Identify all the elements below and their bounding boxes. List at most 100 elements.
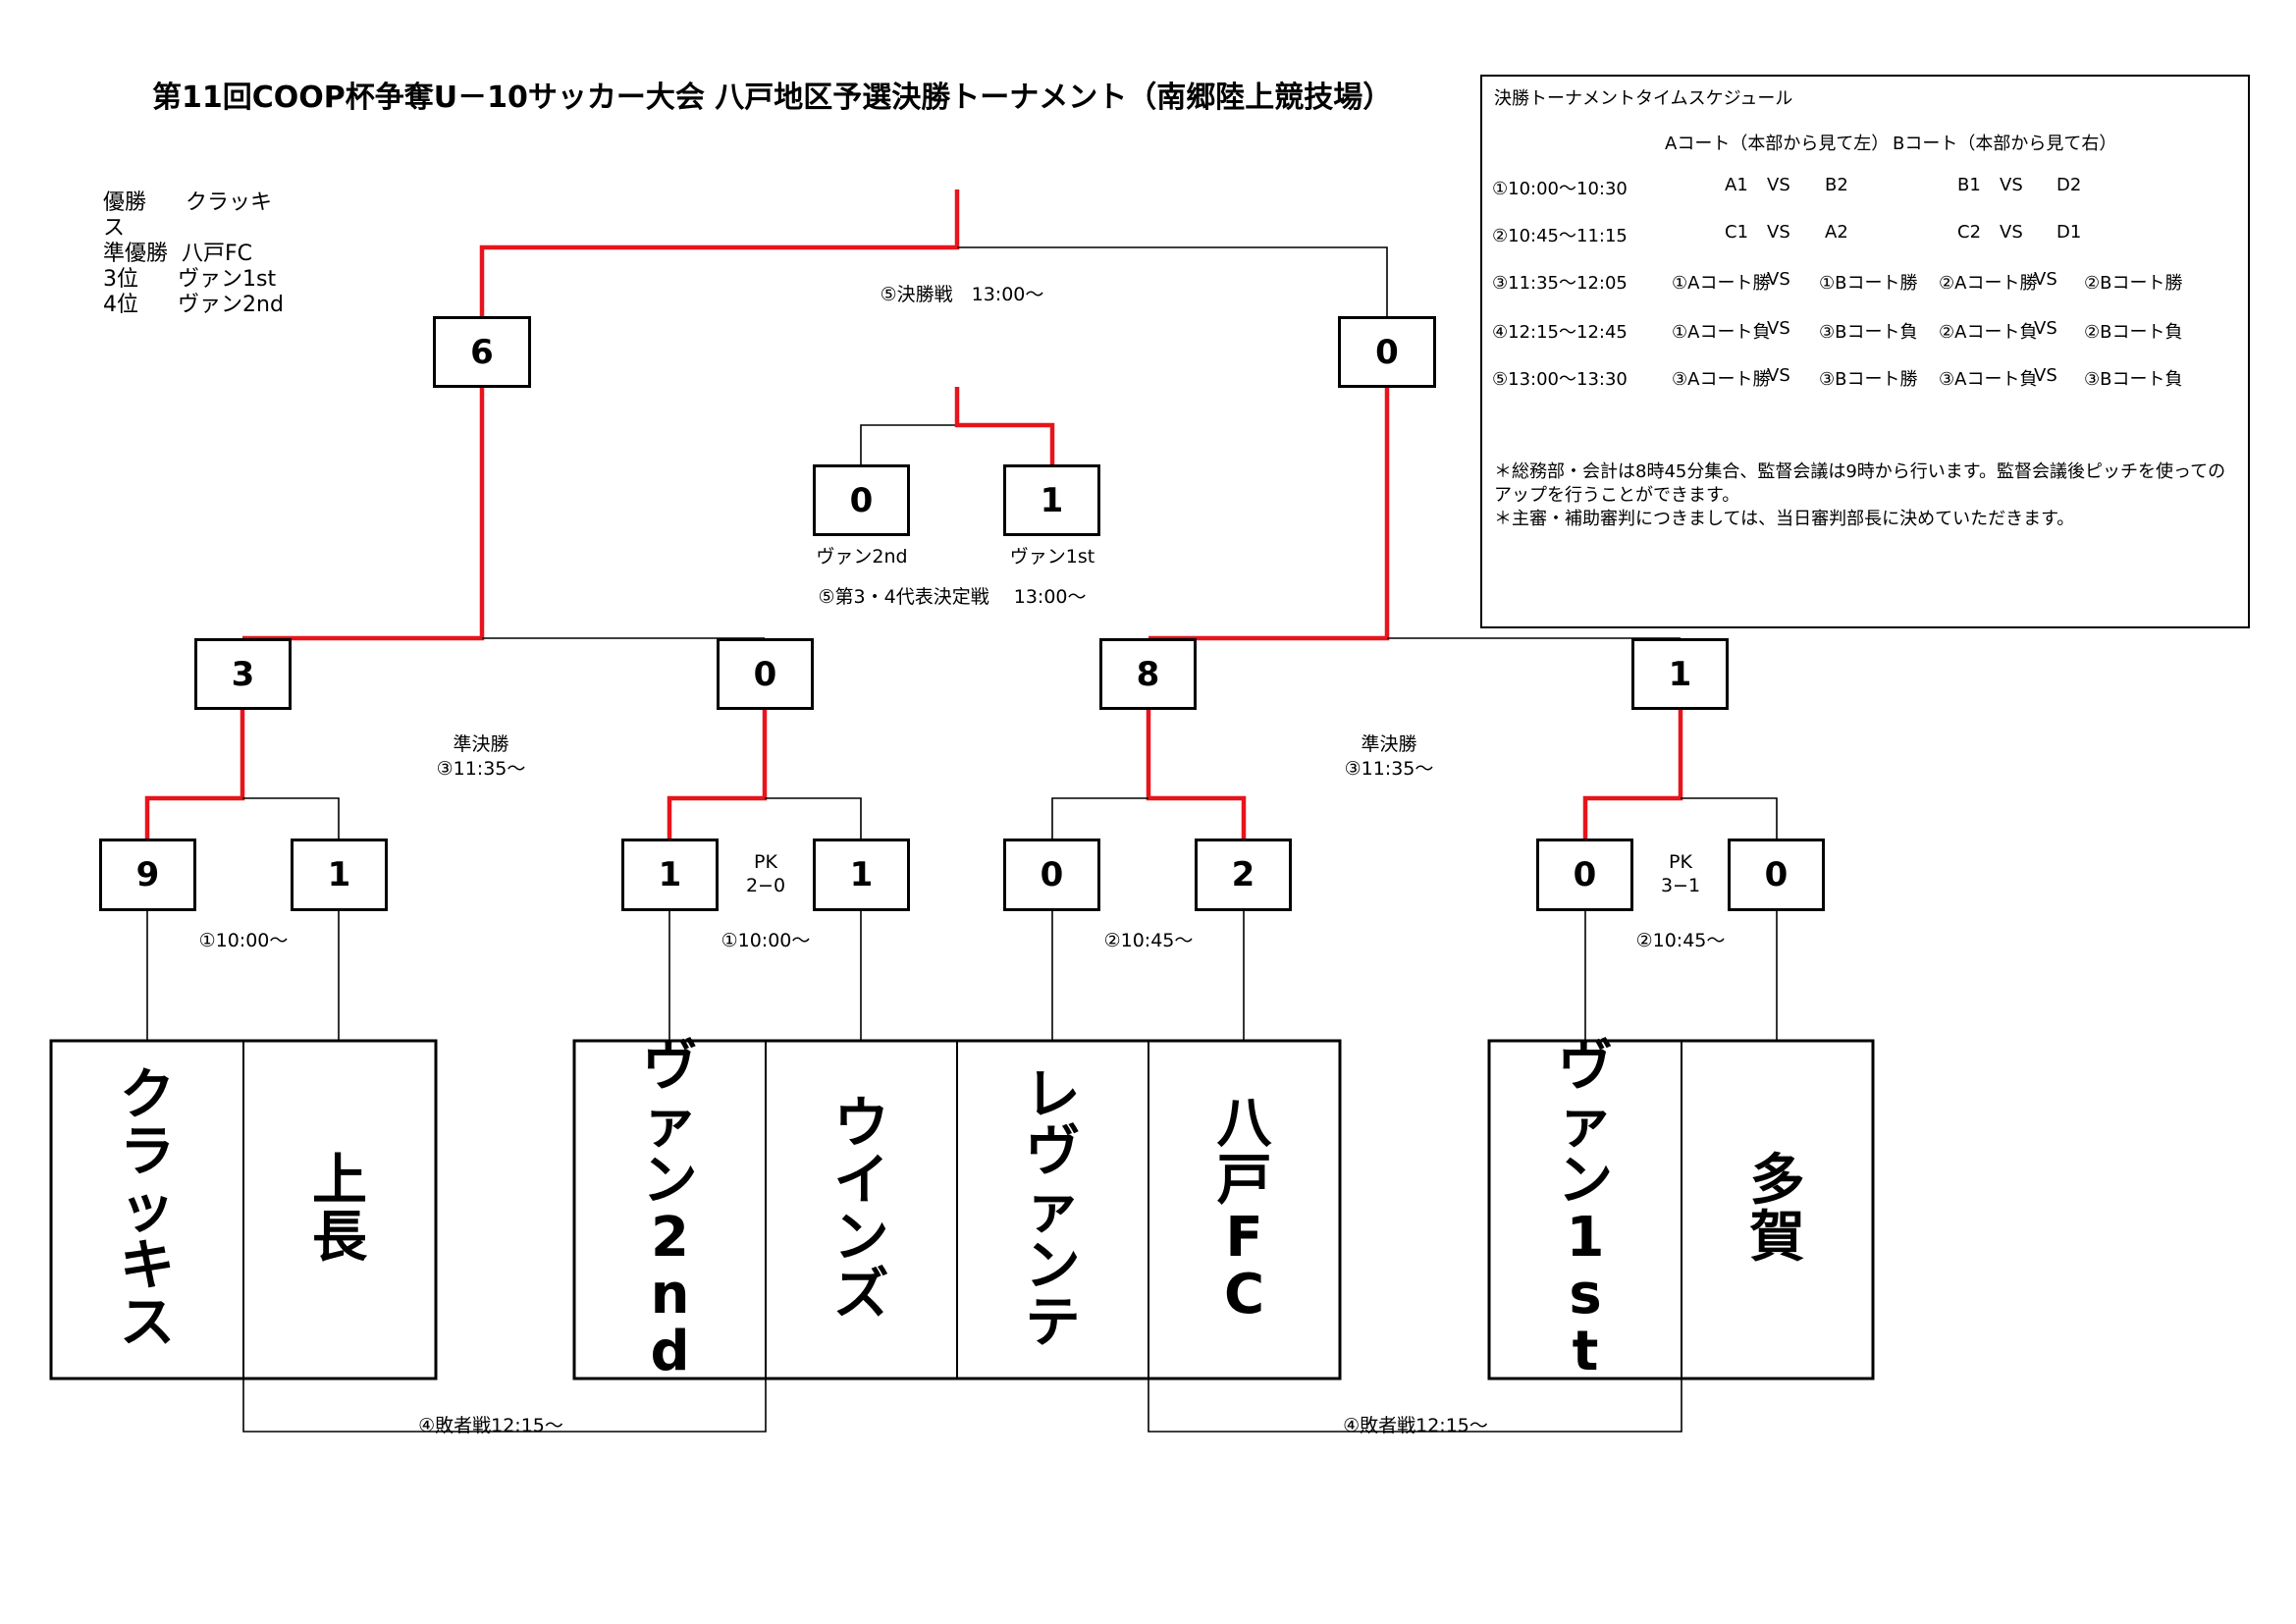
- schedule-cell: VS: [2034, 365, 2057, 386]
- schedule-cell: ②Bコート勝: [2084, 273, 2183, 294]
- score-semi-4: 1: [1631, 638, 1729, 710]
- score-r1-4: 1: [813, 839, 910, 911]
- schedule-cell: ①Aコート勝: [1672, 273, 1771, 294]
- schedule-cell: ③Aコート勝: [1672, 369, 1771, 390]
- team-name-char: ス: [120, 1291, 175, 1355]
- team-name-char: 1: [1566, 1206, 1605, 1270]
- team-cell: 上長: [243, 1041, 436, 1379]
- consolation-line: [242, 1379, 767, 1433]
- schedule-cell: ②Bコート負: [2084, 322, 2183, 343]
- schedule-cell: VS: [2034, 269, 2057, 290]
- score-semi-2: 0: [717, 638, 814, 710]
- schedule-cell: VS: [1767, 269, 1790, 290]
- court-a-header: Aコート（本部から見て左）: [1665, 134, 1890, 154]
- standing-3-name: ヴァン1st: [178, 267, 277, 292]
- score-final-right: 0: [1338, 316, 1436, 388]
- team-name-char: F: [1225, 1206, 1263, 1270]
- team-name-char: 戸: [1216, 1149, 1272, 1213]
- team-name-char: ヴ: [642, 1035, 698, 1099]
- schedule-panel: 決勝トーナメントタイムスケジュール Aコート（本部から見て左） Bコート（本部か…: [1480, 75, 2250, 628]
- schedule-cell: A1: [1725, 175, 1748, 195]
- third-place-label: ⑤第3・4代表決定戦 13:00〜: [818, 586, 1087, 608]
- team-name-char: ズ: [833, 1263, 889, 1326]
- score-r1-1: 9: [99, 839, 196, 911]
- standing-4-label: 4位: [103, 293, 138, 317]
- pk-score-1: 2−0: [745, 875, 786, 896]
- team-name-char: ヴ: [1558, 1035, 1613, 1099]
- schedule-cell: VS: [2000, 222, 2023, 243]
- semi-title-left: 準決勝: [453, 733, 509, 755]
- schedule-time: ⑤13:00〜13:30: [1492, 369, 1628, 390]
- team-name-char: テ: [1025, 1291, 1081, 1355]
- pk-label-1: PK: [754, 851, 777, 873]
- semi-title-right: 準決勝: [1361, 733, 1417, 755]
- win-line: [1146, 710, 1247, 839]
- score-r1-2: 1: [291, 839, 388, 911]
- bracket-line: [765, 797, 862, 839]
- score-third-left: 0: [813, 464, 910, 536]
- standing-4-name: ヴァン2nd: [178, 293, 284, 317]
- standing-2-label: 準優勝: [103, 242, 169, 266]
- schedule-title: 決勝トーナメントタイムスケジュール: [1494, 88, 1793, 109]
- team-name-char: ァ: [1025, 1177, 1081, 1241]
- court-b-header: Bコート（本部から見て右）: [1893, 134, 2117, 154]
- schedule-time: ②10:45〜11:15: [1492, 226, 1628, 246]
- match-time-3: ②10:45〜: [1103, 930, 1194, 951]
- score-final-left: 6: [433, 316, 531, 388]
- schedule-cell: B2: [1825, 175, 1848, 195]
- score-semi-1: 3: [194, 638, 292, 710]
- schedule-cell: C1: [1725, 222, 1749, 243]
- team-name-char: s: [1569, 1263, 1602, 1326]
- schedule-cell: ③Bコート勝: [1819, 369, 1918, 390]
- schedule-cell: C2: [1957, 222, 1982, 243]
- schedule-cell: ①Aコート負: [1672, 322, 1771, 343]
- schedule-cell: VS: [1767, 222, 1790, 243]
- final-label: ⑤決勝戦 13:00〜: [880, 284, 1044, 305]
- standing-2-name: 八戸FC: [182, 242, 253, 266]
- team-name-char: 2: [651, 1206, 689, 1270]
- final-standings: 優勝クラッキ ス 準優勝八戸FC 3位ヴァン1st 4位ヴァン2nd: [103, 190, 284, 318]
- team-name-char: ン: [1558, 1149, 1613, 1213]
- win-line: [954, 387, 1055, 464]
- team-name-char: ッ: [120, 1177, 175, 1241]
- team-name-char: ウ: [833, 1092, 889, 1156]
- schedule-cell: ③Bコート負: [1819, 322, 1918, 343]
- match-time-2: ①10:00〜: [721, 930, 811, 951]
- consolation-label-left: ④敗者戦12:15〜: [418, 1415, 563, 1436]
- pk-label-2: PK: [1669, 851, 1692, 873]
- win-line: [479, 189, 960, 316]
- team-name-char: d: [650, 1320, 690, 1383]
- win-line: [1582, 710, 1683, 839]
- bracket-line: [957, 246, 1388, 316]
- team-name-char: 多: [1749, 1149, 1805, 1213]
- third-team-right: ヴァン1st: [1009, 546, 1095, 568]
- team-name-char: ァ: [642, 1092, 698, 1156]
- match-time-1: ①10:00〜: [198, 930, 289, 951]
- consolation-line: [1148, 1379, 1682, 1433]
- schedule-cell: ③Aコート負: [1939, 369, 2038, 390]
- bracket-line: [242, 797, 340, 839]
- score-r1-5: 0: [1003, 839, 1100, 911]
- page-title: 第11回COOP杯争奪U－10サッカー大会 八戸地区予選決勝トーナメント（南郷陸…: [152, 81, 1393, 115]
- team-name-char: ラ: [120, 1120, 175, 1184]
- standing-1-label: 優勝: [103, 190, 147, 215]
- schedule-cell: ①Bコート勝: [1819, 273, 1918, 294]
- schedule-note-2: アップを行うことができます。: [1494, 485, 1740, 506]
- schedule-cell: VS: [1767, 175, 1790, 195]
- team-name-char: 長: [312, 1206, 367, 1270]
- schedule-note-1: ＊総務部・会計は8時45分集合、監督会議は9時から行います。監督会議後ピッチを使…: [1494, 461, 2226, 482]
- score-r1-6: 2: [1195, 839, 1292, 911]
- schedule-note-3: ＊主審・補助審判につきましては、当日審判部長に決めていただきます。: [1494, 509, 2075, 529]
- team-name-char: イ: [833, 1149, 889, 1213]
- team-name-char: 八: [1216, 1092, 1272, 1156]
- standing-1-name: クラッキ: [186, 190, 273, 215]
- schedule-cell: D1: [2056, 222, 2082, 243]
- schedule-cell: VS: [1767, 365, 1790, 386]
- team-cell: ウインズ: [766, 1041, 957, 1379]
- team-cell: 多賀: [1682, 1041, 1873, 1379]
- win-line: [1148, 388, 1390, 641]
